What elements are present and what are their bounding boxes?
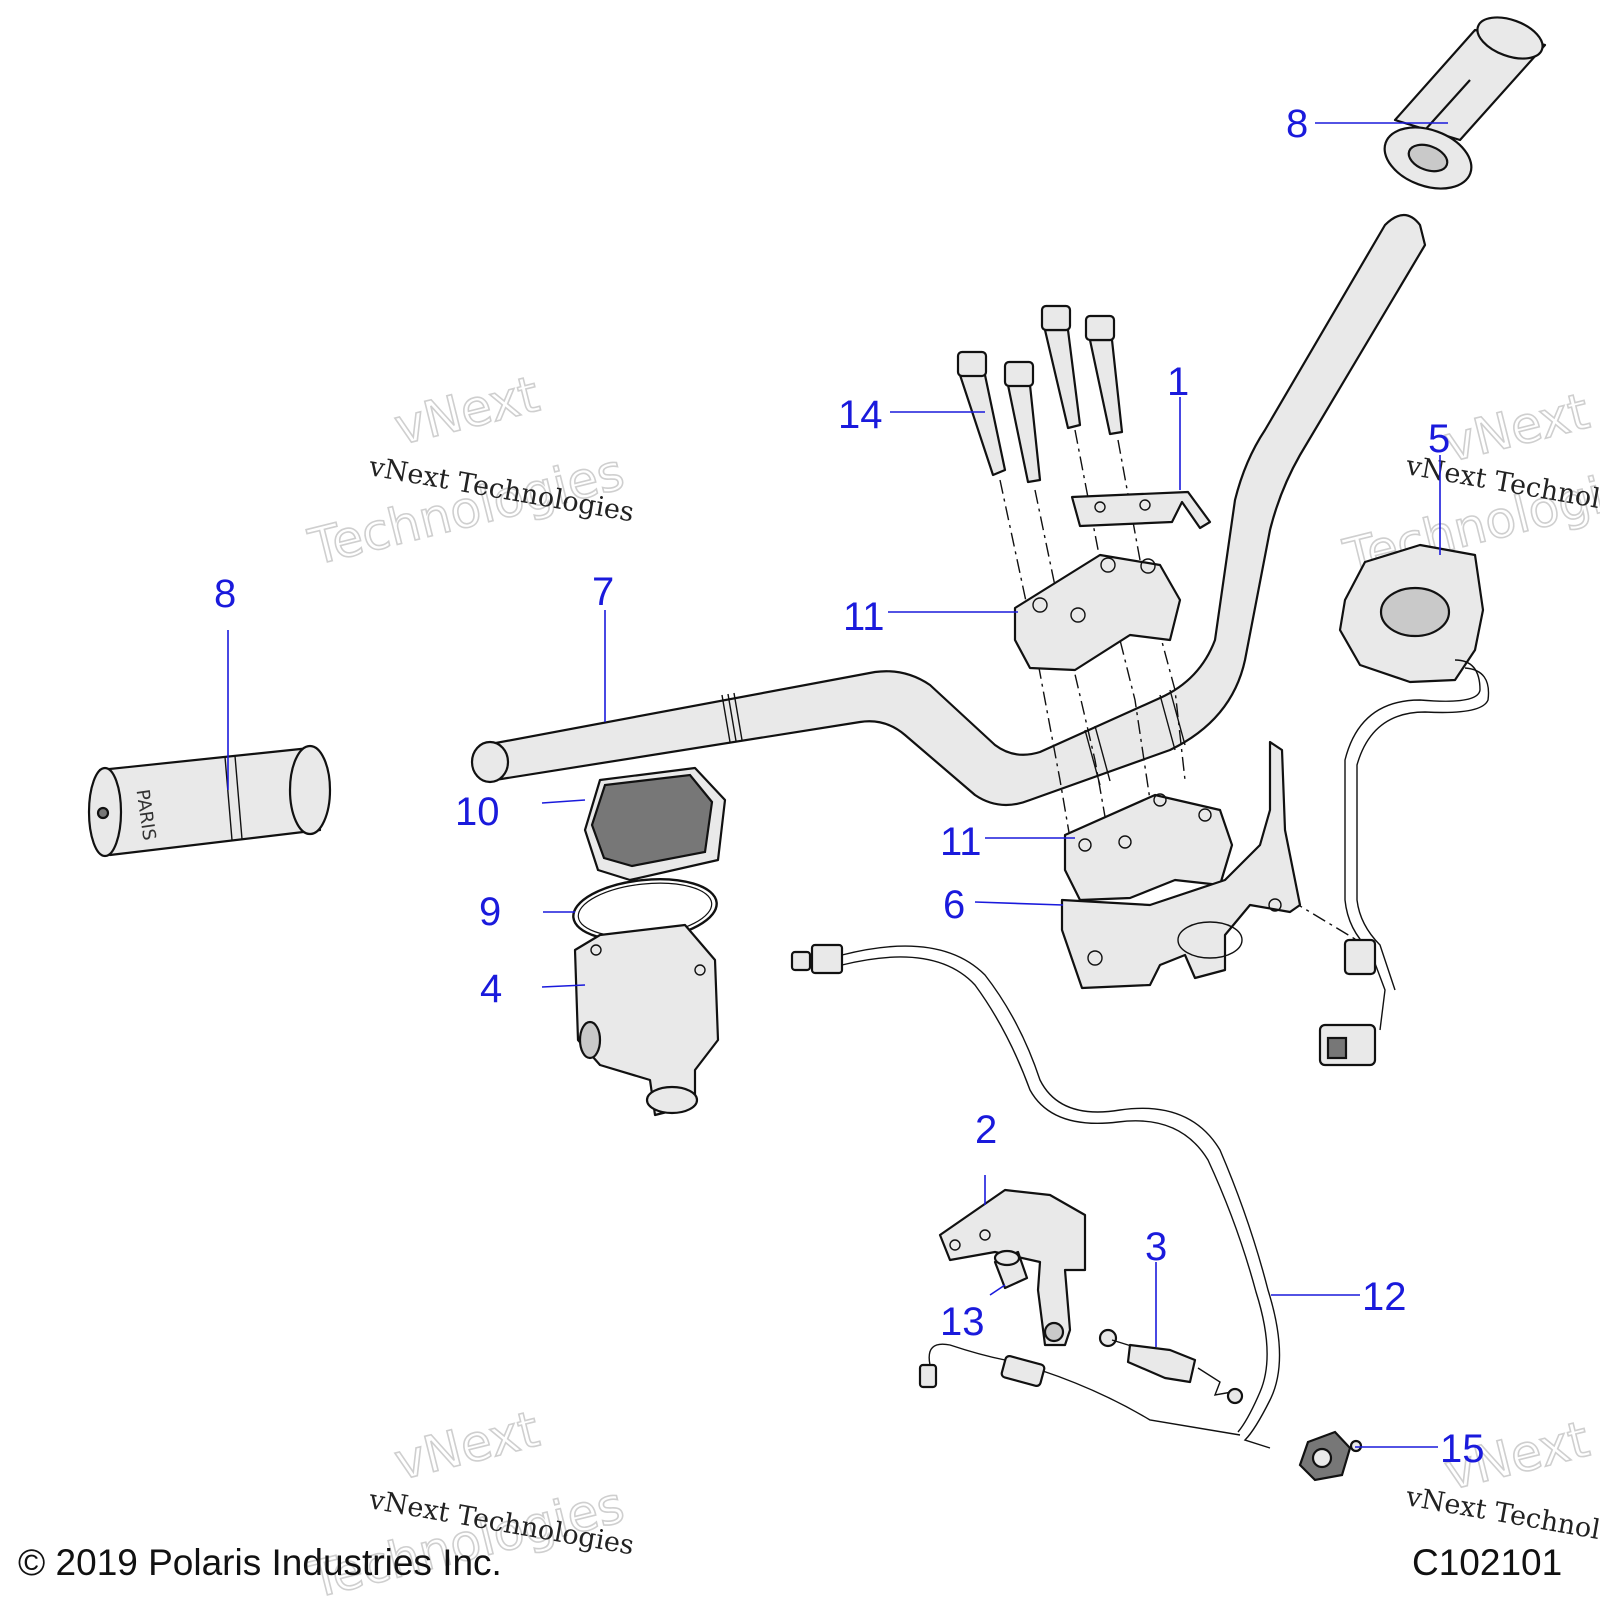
- leader-lines: [227, 122, 1448, 1448]
- callout-11-upper: 11: [843, 595, 885, 639]
- callout-15: 15: [1440, 1427, 1485, 1471]
- part-bolts: [956, 304, 1124, 484]
- part-handlebar: [470, 213, 1427, 807]
- copyright-text: © 2019 Polaris Industries Inc.: [18, 1542, 502, 1583]
- callout-labels: 8 1 14 5 7 8 11 10 11 9 6 4 2 3 12 13 15: [214, 102, 1485, 1471]
- callout-7: 7: [592, 570, 614, 614]
- callout-1: 1: [1167, 360, 1189, 404]
- callout-12: 12: [1362, 1275, 1407, 1319]
- callout-13: 13: [940, 1300, 985, 1344]
- part-plunger-switch: [1098, 1328, 1244, 1405]
- callout-8-right: 8: [1286, 102, 1308, 146]
- callout-8-left: 8: [214, 572, 236, 616]
- callout-6: 6: [943, 883, 965, 927]
- part-cable-clip: [1298, 1430, 1363, 1482]
- part-reservoir-cover: [583, 766, 727, 882]
- callout-3: 3: [1145, 1225, 1167, 1269]
- callout-11-lower: 11: [940, 820, 982, 864]
- watermark-word-vnext: vNext: [389, 1400, 545, 1492]
- figure-id: C102101: [1412, 1542, 1562, 1583]
- callout-10: 10: [455, 790, 500, 834]
- callout-4: 4: [480, 967, 502, 1011]
- callout-2: 2: [975, 1108, 997, 1152]
- watermark-word-vnext: vNext: [389, 365, 545, 457]
- part-switch-housing: [1318, 543, 1490, 1067]
- part-master-cylinder: [573, 923, 720, 1117]
- callout-5: 5: [1428, 417, 1450, 461]
- watermark-bottom-right: vNext vNext Technologies: [1403, 1409, 1600, 1558]
- part-mount-bracket: [1060, 740, 1302, 990]
- part-clamp-lower: [1063, 793, 1234, 902]
- callout-9: 9: [479, 890, 501, 934]
- part-grip-left: PARIS: [87, 744, 332, 858]
- part-grip-right: [1383, 16, 1547, 190]
- watermark-top-left: vNext Technologies vNext Technologies: [302, 364, 636, 577]
- part-pin: [993, 1249, 1029, 1290]
- part-cable: [790, 943, 1281, 1449]
- part-plate: [1070, 490, 1212, 530]
- part-clamp-upper: [1013, 553, 1182, 672]
- callout-14: 14: [838, 393, 883, 437]
